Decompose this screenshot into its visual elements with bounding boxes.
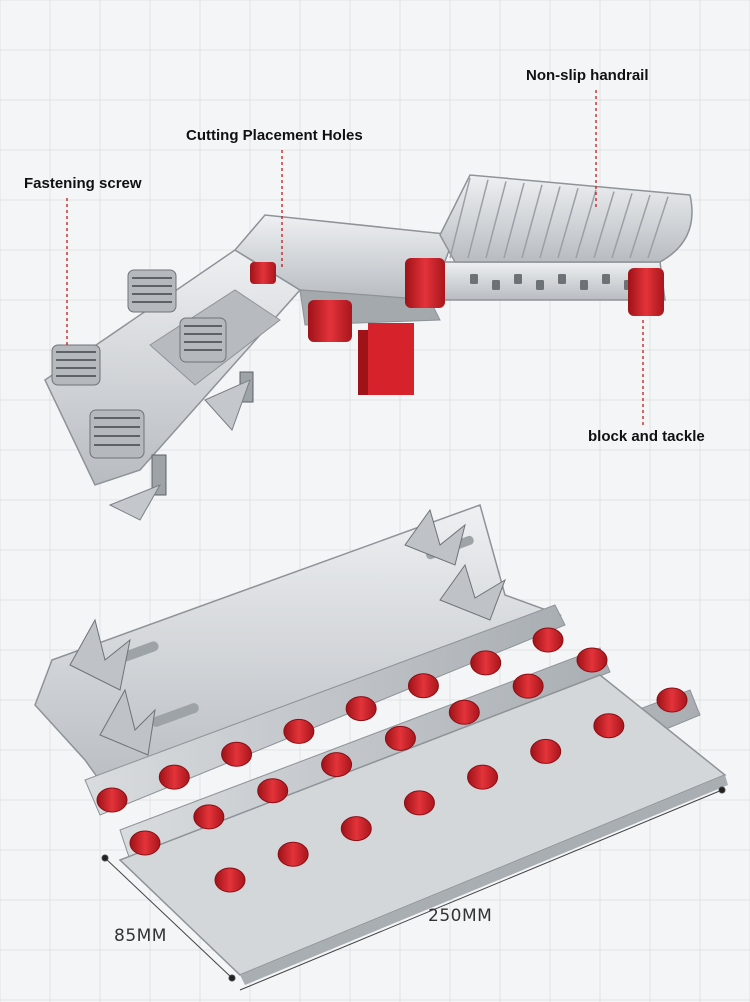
label-fastening-screw: Fastening screw	[24, 175, 142, 192]
rail-hole	[580, 280, 588, 290]
fastening-screws	[51, 269, 254, 521]
bottom-rollers	[96, 627, 688, 893]
roller	[448, 699, 480, 725]
ridge	[539, 186, 561, 259]
roller	[129, 830, 161, 856]
plate-slot	[151, 703, 199, 727]
ridge	[575, 189, 597, 259]
dimension-width: 85MM	[114, 926, 167, 946]
top-assembly	[44, 174, 693, 521]
roller	[576, 647, 608, 673]
roller	[384, 725, 416, 751]
rail-hole	[492, 280, 500, 290]
ridge	[467, 179, 489, 259]
roller	[532, 627, 564, 653]
roller	[257, 778, 289, 804]
ridge	[629, 194, 651, 259]
roller	[403, 790, 435, 816]
roller	[340, 816, 372, 842]
dim-dot	[101, 854, 109, 862]
ridge	[557, 187, 579, 259]
roller	[407, 673, 439, 699]
roller	[512, 673, 544, 699]
red-block-shade	[358, 330, 368, 395]
ridge	[647, 196, 669, 259]
roller	[405, 258, 445, 308]
label-cutting-holes: Cutting Placement Holes	[186, 127, 363, 144]
wing-bolt	[439, 563, 506, 621]
ridge	[593, 191, 615, 259]
wing-nut	[204, 379, 251, 431]
dim-line-width	[104, 857, 233, 979]
handrail-ridges	[449, 177, 669, 259]
threaded-stud	[151, 454, 167, 496]
middle-rail	[119, 647, 611, 861]
roller	[221, 741, 253, 767]
red-block	[368, 323, 414, 395]
top-rollers	[250, 258, 664, 342]
roller	[158, 764, 190, 790]
back-rail	[84, 604, 566, 816]
wing-bolts	[69, 508, 506, 756]
roller	[345, 696, 377, 722]
roller	[530, 738, 562, 764]
roller	[467, 764, 499, 790]
screw-spring	[179, 317, 227, 363]
wing-bolt	[99, 688, 156, 756]
rail-hole	[536, 280, 544, 290]
dimension-lines	[101, 786, 726, 991]
nonslip-handrail	[439, 174, 693, 263]
wing-bolt	[69, 618, 131, 691]
screw-spring	[89, 409, 145, 459]
roller	[96, 787, 128, 813]
roller	[470, 650, 502, 676]
rail-hole	[514, 274, 522, 284]
bottom-assembly	[34, 504, 728, 985]
roller	[308, 300, 352, 342]
roller	[593, 713, 625, 739]
roller	[283, 718, 315, 744]
rail-hole	[558, 274, 566, 284]
roller	[193, 804, 225, 830]
dim-line-length	[239, 789, 723, 991]
ridge	[611, 193, 633, 259]
roller	[277, 841, 309, 867]
ridge	[521, 184, 543, 259]
label-block-tackle: block and tackle	[588, 428, 705, 445]
ridge	[449, 177, 471, 259]
dim-dot	[718, 786, 726, 794]
label-nonslip-handrail: Non-slip handrail	[526, 67, 649, 84]
ridge	[485, 181, 507, 259]
flange-edge	[240, 775, 728, 985]
roller	[214, 867, 246, 893]
wing-nut	[108, 484, 162, 521]
rail-hole	[470, 274, 478, 284]
roller	[321, 752, 353, 778]
dim-dot	[228, 974, 236, 982]
screw-spring	[127, 269, 177, 313]
rail-hole	[602, 274, 610, 284]
roller	[656, 687, 688, 713]
dimension-length: 250MM	[428, 906, 493, 926]
roller	[628, 268, 664, 316]
wing-bolt	[404, 508, 466, 566]
roller	[250, 262, 276, 284]
ridge	[503, 182, 525, 259]
leader-lines-top	[66, 90, 644, 425]
screw-spring	[51, 344, 101, 386]
